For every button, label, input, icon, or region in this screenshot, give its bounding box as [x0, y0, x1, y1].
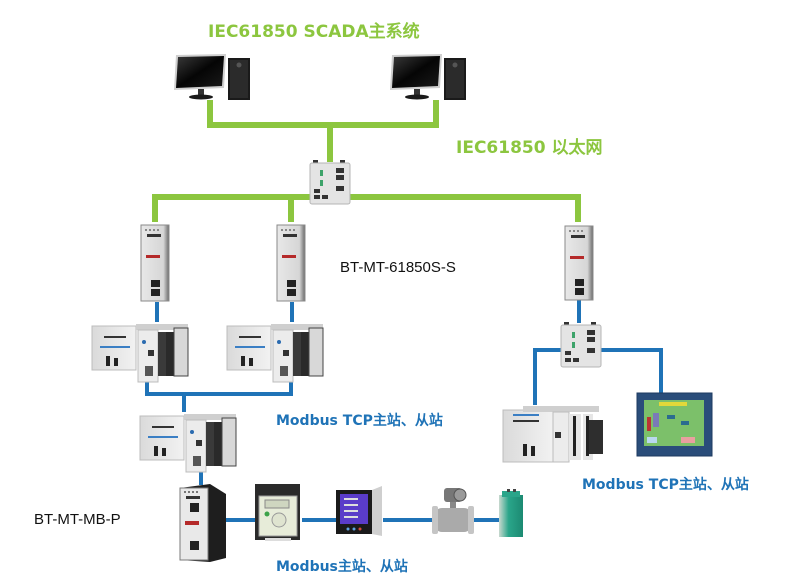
signal-isolator[interactable] [499, 489, 523, 537]
scada-bus-line [207, 100, 439, 128]
ethernet-switch-icon [309, 160, 351, 205]
plc-4[interactable] [502, 406, 603, 463]
mb-gateway-model-label: BT-MT-MB-P [34, 511, 121, 528]
plc-2[interactable] [226, 324, 324, 383]
modbus-tcp-label-right: Modbus TCP主站、从站 [582, 477, 749, 493]
flow-meter-icon [432, 488, 474, 534]
scada-title: IEC61850 SCADA主系统 [208, 22, 420, 42]
plc-icon [139, 414, 237, 473]
workstation-icon [174, 54, 250, 100]
flow-meter[interactable] [432, 488, 474, 534]
workstation-icon [390, 54, 466, 100]
plc-icon [502, 406, 603, 463]
scada-workstation-1[interactable] [174, 54, 250, 100]
gateway-61850-1[interactable] [140, 224, 170, 302]
scada-workstation-2[interactable] [390, 54, 466, 100]
gateway-61850-3[interactable] [564, 225, 594, 301]
gateway-61850-2[interactable] [276, 224, 306, 302]
ethernet-switch-icon [560, 322, 602, 368]
plc-icon [226, 324, 324, 383]
din-rail-gateway-icon [564, 225, 594, 301]
hmi-panel-icon [636, 392, 713, 457]
hmi-touch-panel[interactable] [636, 392, 713, 457]
ethernet-label: IEC61850 以太网 [456, 138, 603, 158]
gateway-model-label: BT-MT-61850S-S [340, 259, 456, 276]
signal-isolator-icon [499, 489, 523, 537]
iec61850-ethernet-links [152, 100, 581, 222]
core-ethernet-switch[interactable] [309, 160, 351, 205]
plc-pair-bus-line [145, 375, 293, 396]
plc-1[interactable] [91, 324, 189, 383]
modbus-tcp-label-left: Modbus TCP主站、从站 [276, 413, 443, 429]
variable-frequency-drive[interactable] [255, 484, 300, 541]
switch-trunk-line [152, 194, 581, 222]
variable-frequency-drive-icon [255, 484, 300, 541]
din-rail-gateway-icon [140, 224, 170, 302]
power-meter-icon [336, 486, 382, 536]
plc-3[interactable] [139, 414, 237, 473]
din-rail-gateway-icon [179, 484, 226, 562]
din-rail-gateway-icon [276, 224, 306, 302]
sub-ethernet-switch[interactable] [560, 322, 602, 368]
gateway-modbus[interactable] [179, 484, 226, 562]
modbus-label: Modbus主站、从站 [276, 559, 408, 575]
power-meter[interactable] [336, 486, 382, 536]
plc-icon [91, 324, 189, 383]
